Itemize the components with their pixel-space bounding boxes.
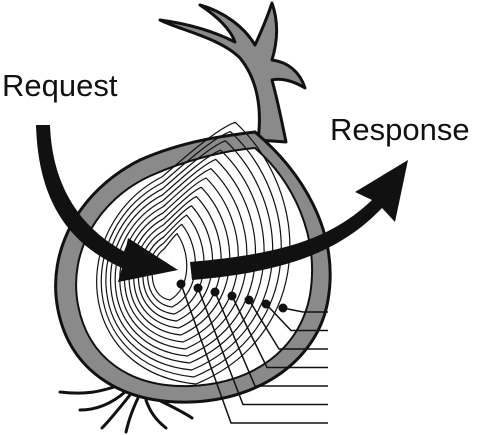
callout-dot bbox=[244, 295, 254, 305]
callout-dot bbox=[227, 291, 237, 301]
onion-layer-ring bbox=[123, 177, 239, 343]
request-arrow bbox=[36, 125, 178, 282]
response-arrow bbox=[190, 160, 408, 280]
callout-leader-line bbox=[265, 303, 328, 332]
callout-dot bbox=[176, 279, 186, 289]
onion-layer-ring bbox=[105, 140, 274, 371]
onion-layer-ring bbox=[100, 130, 282, 378]
onion-layer-ring bbox=[133, 195, 222, 329]
callout-leader-line bbox=[180, 283, 328, 424]
onion-layer-ring bbox=[151, 232, 188, 301]
onion-layer-ring bbox=[109, 149, 265, 364]
onion-stalk bbox=[158, 1, 307, 144]
request-label: Request bbox=[2, 68, 118, 103]
callout-leader-line bbox=[197, 287, 328, 406]
callout-leader-line bbox=[282, 307, 328, 313]
callout-dot bbox=[193, 283, 203, 293]
onion-layer-ring bbox=[128, 186, 231, 336]
response-label: Response bbox=[330, 112, 470, 147]
callout-dot bbox=[278, 303, 288, 313]
callout-dot bbox=[210, 287, 220, 297]
onion-layer-ring bbox=[114, 158, 256, 357]
onion-layer-rings bbox=[96, 121, 291, 385]
callout-leader-line bbox=[214, 291, 328, 387]
layer-callouts bbox=[176, 279, 328, 424]
callout-leader-line bbox=[231, 295, 328, 369]
onion-layer-ring bbox=[119, 168, 248, 350]
callout-dot bbox=[261, 299, 271, 309]
onion-layer-ring bbox=[96, 121, 291, 385]
callout-leader-line bbox=[248, 299, 328, 350]
onion-layer-ring bbox=[137, 205, 214, 322]
